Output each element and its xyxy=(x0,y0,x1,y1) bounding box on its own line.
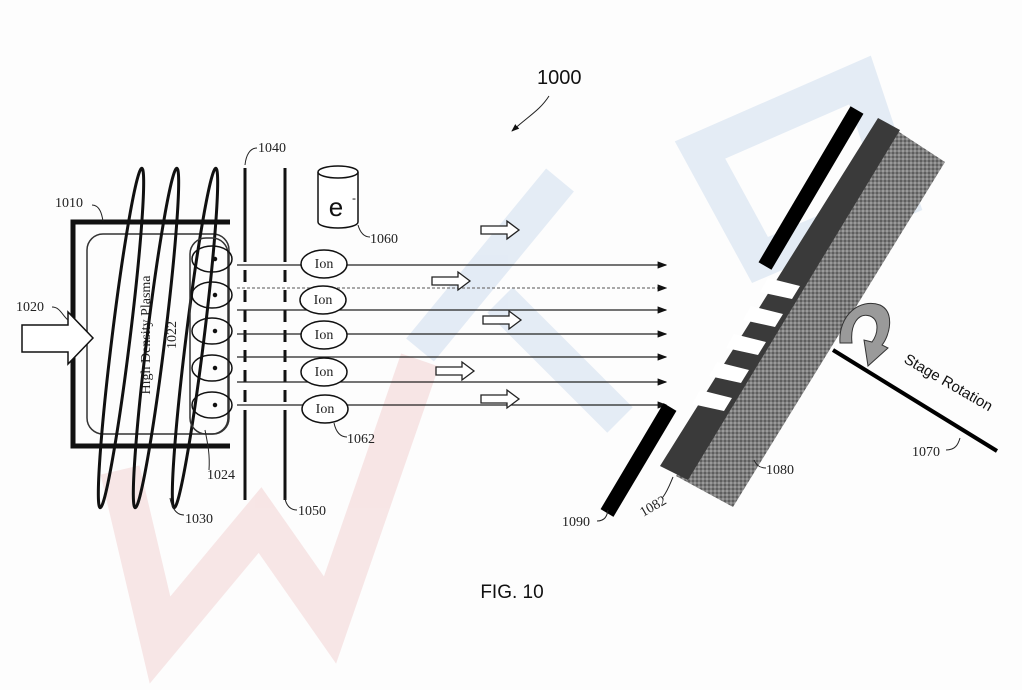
figure-caption: FIG. 10 xyxy=(480,582,543,603)
plasma-chamber: High Density Plasma 1022 xyxy=(70,219,230,449)
ref-1070: 1070 xyxy=(912,445,940,460)
plasma-ref: 1022 xyxy=(165,321,180,349)
leader-lines xyxy=(51,95,961,522)
ref-1062: 1062 xyxy=(347,432,375,447)
ref-1040: 1040 xyxy=(258,141,286,156)
rotation-arrow-icon xyxy=(839,303,891,367)
ref-1030: 1030 xyxy=(185,512,213,527)
ref-1080: 1080 xyxy=(766,463,794,478)
ref-1020: 1020 xyxy=(16,300,44,315)
stage-arm xyxy=(831,348,999,453)
ref-1082: 1082 xyxy=(638,494,670,521)
gas-inlet-arrow xyxy=(21,310,95,366)
ref-1060: 1060 xyxy=(370,232,398,247)
direction-arrows xyxy=(431,219,523,410)
electron-source xyxy=(317,165,359,229)
ref-1024: 1024 xyxy=(207,468,235,483)
ion-label: Ion xyxy=(315,257,334,272)
substrate xyxy=(676,126,945,507)
pattern-gaps xyxy=(692,278,800,411)
ref-1090: 1090 xyxy=(562,515,590,530)
ion-label: Ion xyxy=(315,365,334,380)
ref-1050: 1050 xyxy=(298,504,326,519)
ion-label: Ion xyxy=(314,293,333,308)
extraction-apertures xyxy=(189,237,233,435)
pattern-layer xyxy=(660,118,900,480)
electron-symbol: e xyxy=(329,192,343,222)
rf-coils xyxy=(96,166,220,510)
figure-number: 1000 xyxy=(537,67,582,89)
mask-plates xyxy=(600,106,864,517)
ref-1010: 1010 xyxy=(55,196,83,211)
ion-label: Ion xyxy=(315,328,334,343)
ion-label: Ion xyxy=(316,402,335,417)
stage-rotation-label: Stage Rotation xyxy=(901,351,995,415)
ions: Ion Ion Ion Ion Ion xyxy=(299,249,349,424)
electron-superscript: - xyxy=(352,191,356,205)
